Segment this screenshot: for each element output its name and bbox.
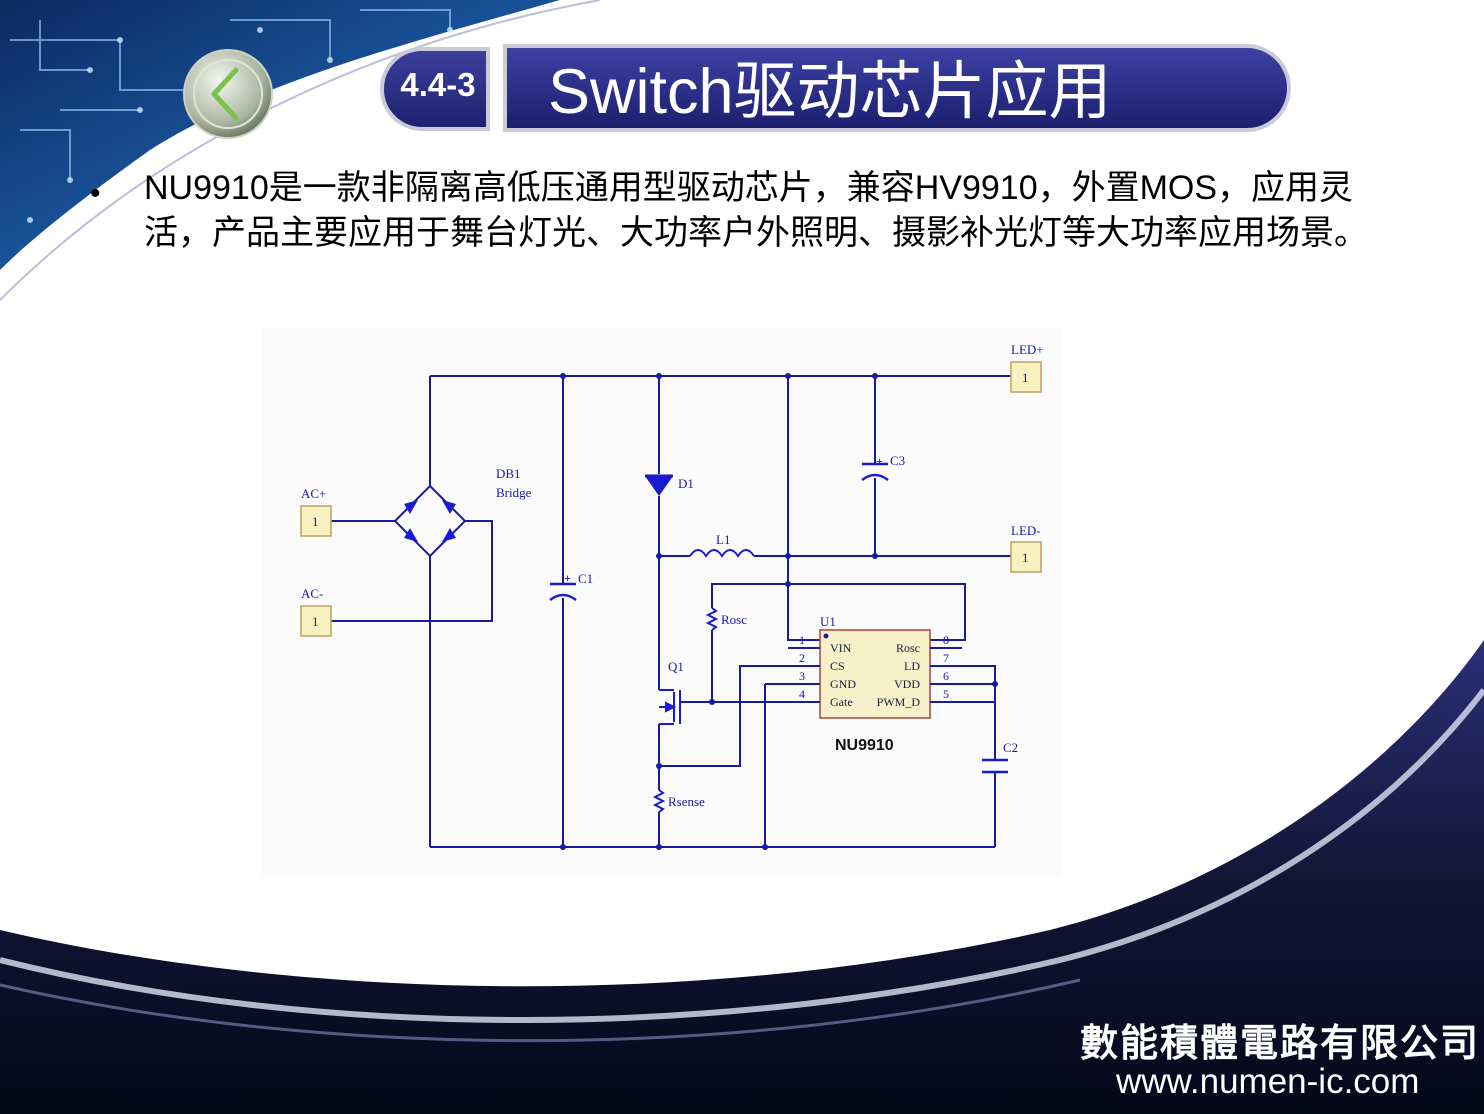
ic-pin-1-name: VIN xyxy=(830,641,852,655)
bridge-name: Bridge xyxy=(496,485,532,500)
ic-pin-8-name: Rosc xyxy=(896,641,920,655)
led-minus-label: LED- xyxy=(1011,523,1041,538)
bullet-marker: • xyxy=(90,177,101,210)
ic-pin-2-name: CS xyxy=(830,659,845,673)
q1-label: Q1 xyxy=(668,659,684,674)
page-title: Switch驱动芯片应用 xyxy=(548,57,1112,127)
chevron-left-icon xyxy=(183,49,273,139)
bridge-ref: DB1 xyxy=(496,466,521,481)
ic-pin-4-name: Gate xyxy=(830,695,853,709)
junctions xyxy=(560,373,998,850)
ic-pin-5-name: PWM_D xyxy=(877,695,921,709)
ic-pin-3-num: 3 xyxy=(799,669,805,683)
title-bar xyxy=(503,44,1291,132)
ic-part-name: NU9910 xyxy=(835,737,894,754)
section-number-badge xyxy=(380,47,490,131)
rsense-label: Rsense xyxy=(668,794,705,809)
ic-pin-7-num: 7 xyxy=(943,651,949,665)
inductor-label: L1 xyxy=(716,532,730,547)
led-minus-pin: 1 xyxy=(1022,550,1029,565)
c3-label: C3 xyxy=(890,453,905,468)
back-button[interactable] xyxy=(182,48,274,140)
resistor-rsense xyxy=(652,789,666,813)
capacitor-c3 xyxy=(861,462,889,482)
ic-pin-2-num: 2 xyxy=(799,651,805,665)
ic-pin-1-num: 1 xyxy=(799,633,805,647)
ic-pin-4-num: 4 xyxy=(799,687,805,701)
section-number: 4.4-3 xyxy=(400,66,476,103)
connector-boxes xyxy=(300,361,1042,637)
ac-plus-pin: 1 xyxy=(312,514,319,529)
bullet-text: NU9910是一款非隔离高低压通用型驱动芯片，兼容HV9910，外置MOS，应用… xyxy=(144,169,1368,252)
ic-pin-6-num: 6 xyxy=(943,669,949,683)
bridge-rectifier xyxy=(393,484,467,558)
svg-text:+: + xyxy=(876,454,883,468)
c2-label: C2 xyxy=(1003,740,1018,755)
resistor-rosc xyxy=(705,607,719,631)
ic-pin-stubs xyxy=(788,647,962,703)
ic-pin-5-num: 5 xyxy=(943,687,949,701)
schematic-panel xyxy=(262,328,1062,876)
diode-label: D1 xyxy=(678,476,694,491)
c1-label: C1 xyxy=(578,571,593,586)
ic-ref: U1 xyxy=(820,614,836,629)
diode-d1 xyxy=(645,474,673,496)
ic-pin-6-name: VDD xyxy=(894,677,920,691)
ic-u1-body xyxy=(819,629,931,719)
capacitor-c1 xyxy=(549,582,577,602)
svg-text:+: + xyxy=(564,571,571,585)
ac-minus-pin: 1 xyxy=(312,614,319,629)
mosfet-q1 xyxy=(659,689,681,725)
ic-pin-7-name: LD xyxy=(904,659,920,673)
wires xyxy=(331,375,1012,848)
ic-pin-8-num: 8 xyxy=(943,633,949,647)
led-plus-pin: 1 xyxy=(1022,370,1029,385)
capacitor-c2 xyxy=(982,758,1008,774)
ac-plus-label: AC+ xyxy=(301,486,326,501)
rosc-label: Rosc xyxy=(721,612,747,627)
inductor-l1 xyxy=(689,549,755,558)
led-plus-label: LED+ xyxy=(1011,342,1044,357)
ac-minus-label: AC- xyxy=(301,586,323,601)
company-name: 數能積體電路有限公司 xyxy=(1080,1023,1481,1065)
website-link[interactable]: www.numen-ic.com xyxy=(1116,1062,1420,1101)
ic-pin-3-name: GND xyxy=(830,677,856,691)
